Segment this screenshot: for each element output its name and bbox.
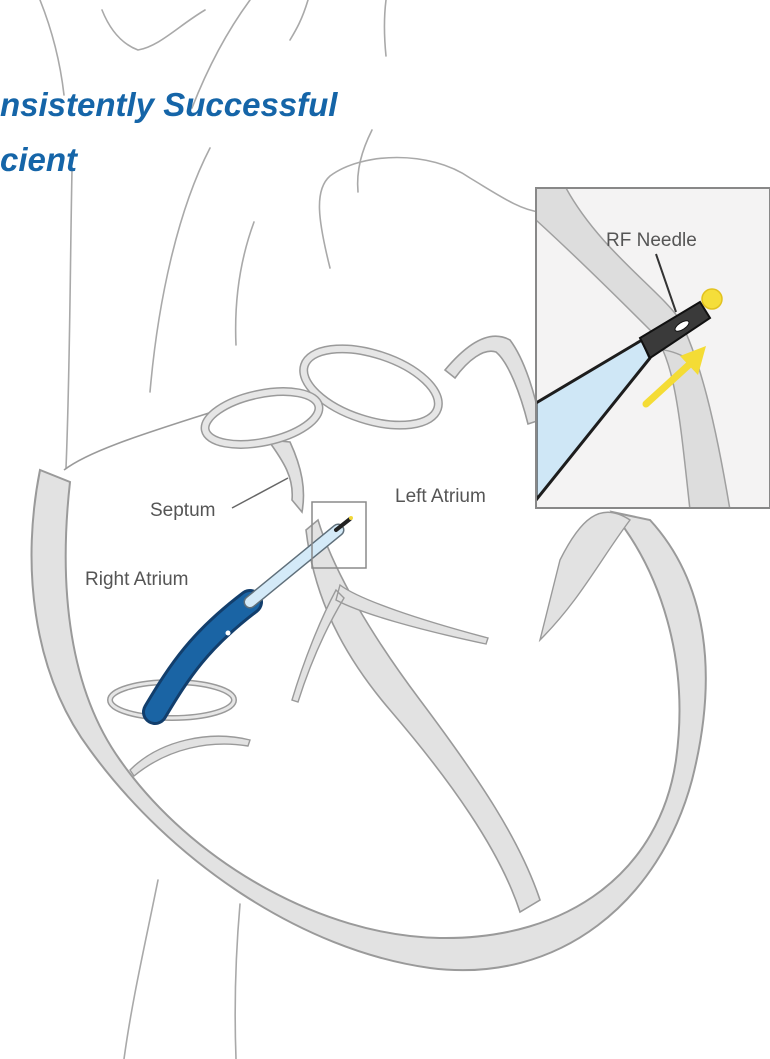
- rf-needle-label: RF Needle: [606, 230, 697, 252]
- septum-leader-line: [232, 478, 288, 508]
- tricuspid-leaflet: [130, 736, 250, 776]
- catheter: [155, 516, 353, 712]
- right-atrium-label: Right Atrium: [85, 569, 188, 591]
- left-atrium-wall: [445, 336, 540, 424]
- septum-wall: [268, 440, 304, 512]
- headline-line-1: nsistently Successful: [0, 86, 337, 124]
- septum-label: Septum: [150, 500, 215, 522]
- left-atrium-label: Left Atrium: [395, 486, 486, 508]
- right-atrium-wall: [64, 412, 212, 470]
- headline-line-2: cient: [0, 141, 77, 179]
- valve-rings: [200, 334, 447, 454]
- inset-needle-tip: [702, 289, 722, 309]
- papillary-muscle: [540, 512, 630, 640]
- ventricle-septum: [306, 520, 540, 912]
